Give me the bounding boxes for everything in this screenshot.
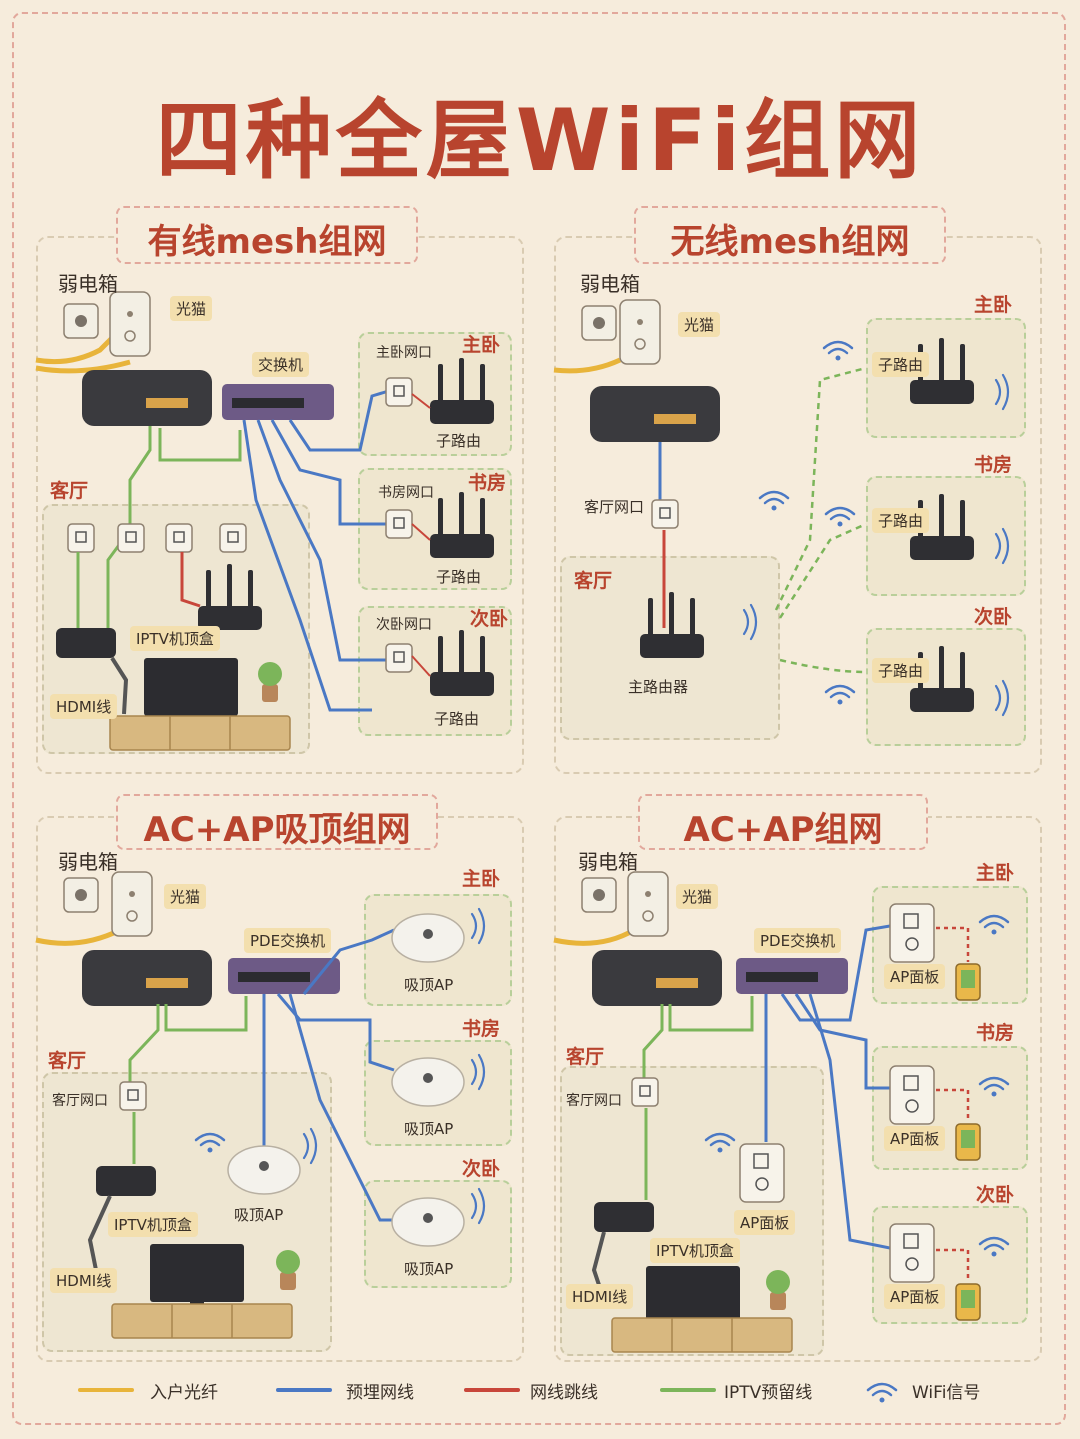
port-label: 主卧网口 xyxy=(376,345,432,361)
living-port-label: 客厅网口 xyxy=(584,498,645,516)
room-label: 书房 xyxy=(462,1018,501,1040)
weak-box-label: 弱电箱 xyxy=(58,272,118,296)
legend-label: 网线跳线 xyxy=(530,1383,598,1403)
living-room-label: 客厅 xyxy=(50,480,89,502)
legend-label: 入户光纤 xyxy=(150,1383,218,1403)
ap-panel-label: AP面板 xyxy=(734,1210,796,1235)
panel-title-ac-ap-ceiling: AC+AP吸顶组网 xyxy=(116,794,438,850)
legend-swatch-iptv xyxy=(660,1388,716,1392)
living-port-label: 客厅网口 xyxy=(566,1093,622,1109)
router-label: 子路由 xyxy=(434,710,480,728)
legend-label: WiFi信号 xyxy=(912,1383,981,1403)
ceiling-ap-label: 吸顶AP xyxy=(404,1260,454,1278)
ap-panel-label: AP面板 xyxy=(884,1126,946,1151)
hdmi-label: HDMI线 xyxy=(50,694,118,719)
modem-label: 光猫 xyxy=(164,884,207,909)
ap-panel-label: AP面板 xyxy=(884,964,946,989)
router-label: 子路由 xyxy=(872,508,930,533)
zone-master-bedroom xyxy=(866,318,1026,438)
modem-label: 光猫 xyxy=(170,296,213,321)
room-label: 书房 xyxy=(976,1022,1015,1044)
room-label: 次卧 xyxy=(462,1158,501,1180)
hdmi-label: HDMI线 xyxy=(50,1268,118,1293)
page-border xyxy=(12,12,1066,1425)
ap-panel-label: AP面板 xyxy=(884,1284,946,1309)
panel-title-wireless-mesh: 无线mesh组网 xyxy=(634,206,946,264)
zone-study xyxy=(358,468,512,590)
room-label: 书房 xyxy=(468,472,507,494)
legend-label: 预埋网线 xyxy=(346,1383,414,1403)
room-label: 次卧 xyxy=(974,606,1013,628)
port-label: 书房网口 xyxy=(378,485,434,501)
switch-label: PDE交换机 xyxy=(754,928,842,953)
ceiling-ap-label: 吸顶AP xyxy=(404,976,454,994)
weak-box-label: 弱电箱 xyxy=(58,850,118,874)
ceiling-ap-label: 吸顶AP xyxy=(404,1120,454,1138)
room-label: 主卧 xyxy=(976,862,1015,884)
legend-swatch-preburied xyxy=(276,1388,332,1392)
main-router-label: 主路由器 xyxy=(628,678,689,696)
wired-mesh-diagram xyxy=(35,291,494,751)
modem-label: 光猫 xyxy=(676,884,719,909)
panel-title-ac-ap: AC+AP组网 xyxy=(638,794,928,850)
zone-second-bedroom xyxy=(358,606,512,736)
legend-swatch-jumper xyxy=(464,1388,520,1392)
living-room-label: 客厅 xyxy=(566,1046,605,1068)
iptv-label: IPTV机顶盒 xyxy=(108,1212,198,1237)
router-label: 子路由 xyxy=(436,432,482,450)
room-label: 主卧 xyxy=(974,294,1013,316)
port-label: 次卧网口 xyxy=(376,617,432,633)
ac-ap-diagram xyxy=(553,871,1010,1353)
living-room-label: 客厅 xyxy=(574,570,613,592)
ceiling-ap-label: 吸顶AP xyxy=(234,1206,284,1224)
router-label: 子路由 xyxy=(436,568,482,586)
page-title: 四种全屋WiFi组网 xyxy=(155,91,925,191)
living-port-label: 客厅网口 xyxy=(52,1093,108,1109)
room-label: 主卧 xyxy=(462,868,501,890)
modem-label: 光猫 xyxy=(678,312,721,337)
ac-ap-ceiling-diagram xyxy=(35,871,486,1339)
living-room-label: 客厅 xyxy=(48,1050,87,1072)
room-label: 次卧 xyxy=(470,608,509,630)
room-label: 次卧 xyxy=(976,1184,1015,1206)
switch-label: 交换机 xyxy=(252,352,310,377)
room-label: 主卧 xyxy=(462,334,501,356)
iptv-label: IPTV机顶盒 xyxy=(130,626,220,651)
hdmi-label: HDMI线 xyxy=(566,1284,634,1309)
weak-box-label: 弱电箱 xyxy=(578,850,638,874)
router-label: 子路由 xyxy=(872,658,930,683)
legend-label: IPTV预留线 xyxy=(724,1383,813,1403)
legend-swatch-fiber xyxy=(78,1388,134,1392)
legend: 入户光纤 预埋网线 网线跳线 IPTV预留线 WiFi信号 xyxy=(0,1378,1080,1404)
iptv-label: IPTV机顶盒 xyxy=(650,1238,740,1263)
room-label: 书房 xyxy=(974,454,1013,476)
weak-box-label: 弱电箱 xyxy=(580,272,640,296)
router-label: 子路由 xyxy=(872,352,930,377)
wireless-mesh-diagram xyxy=(553,299,1010,717)
zone-second-bedroom xyxy=(866,628,1026,746)
switch-label: PDE交换机 xyxy=(244,928,332,953)
panel-title-wired-mesh: 有线mesh组网 xyxy=(116,206,418,264)
